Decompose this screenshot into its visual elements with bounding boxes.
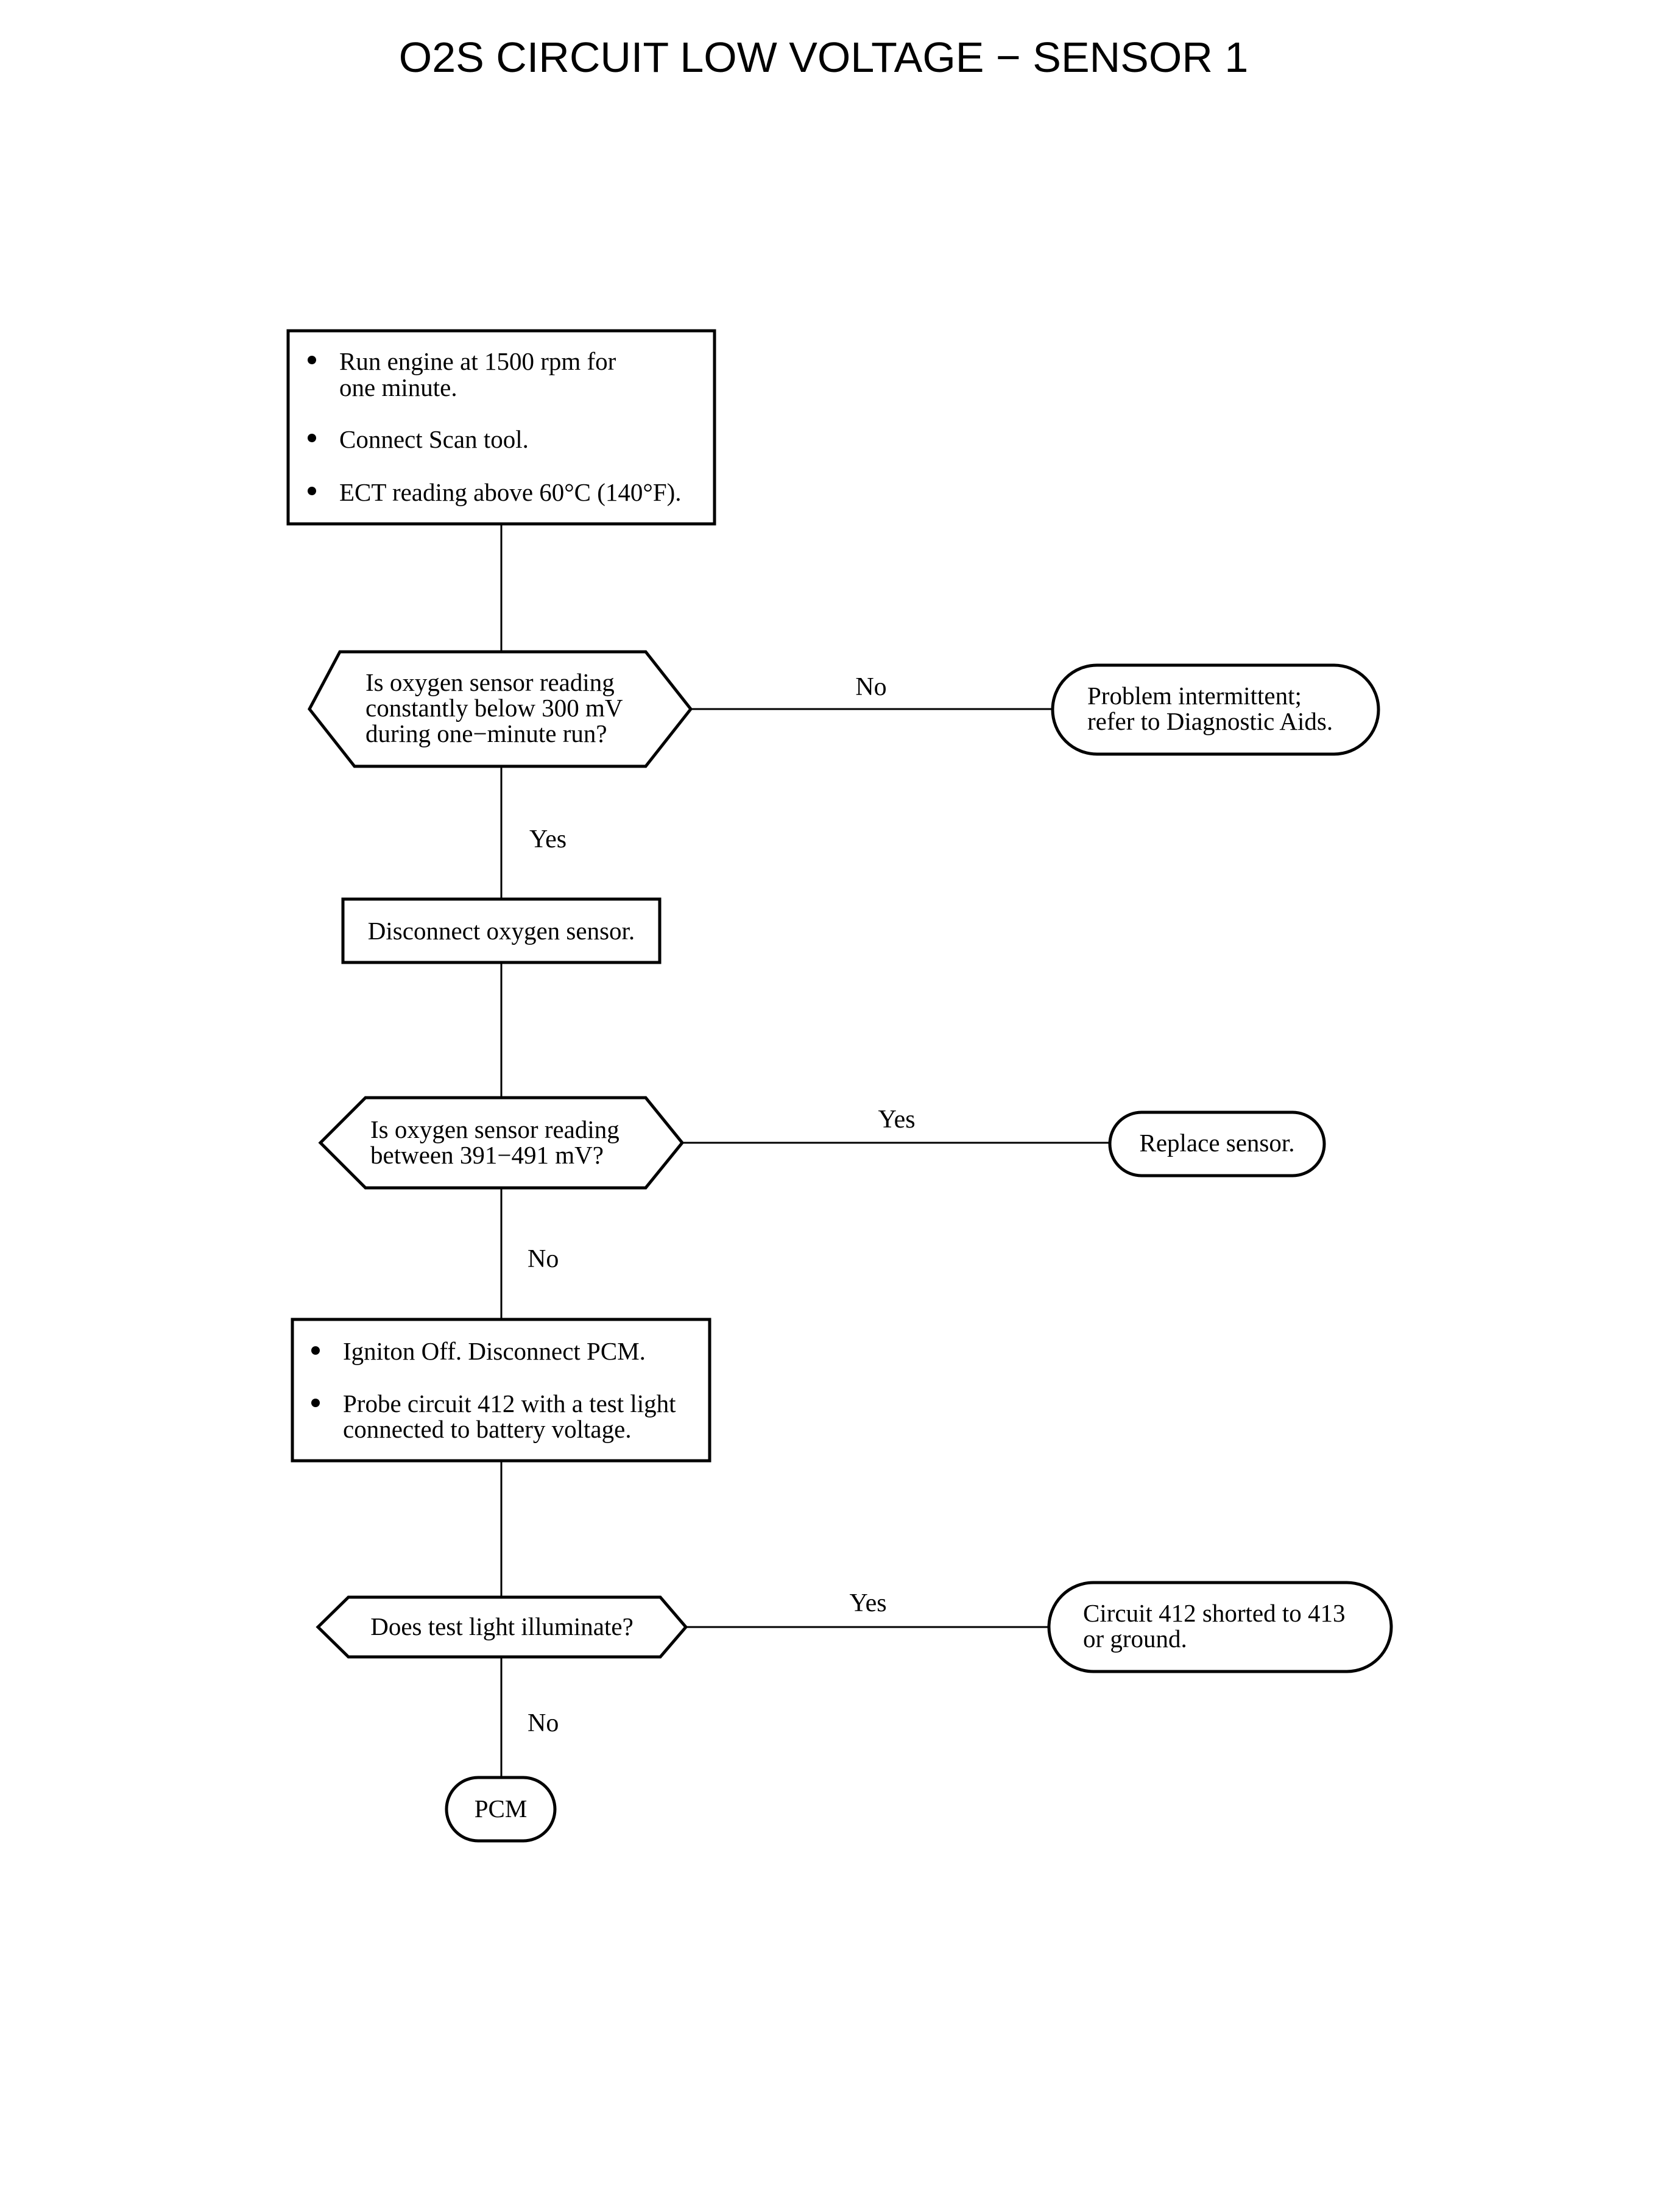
decision2-line-1: Is oxygen sensor reading bbox=[370, 1115, 619, 1143]
start-bullet-1-line-2: one minute. bbox=[339, 373, 457, 401]
decision2-yes-label: Yes bbox=[878, 1106, 915, 1134]
start-bullet-3: ECT reading above 60°C (140°F). bbox=[339, 478, 682, 506]
page-title: O2S CIRCUIT LOW VOLTAGE − SENSOR 1 bbox=[399, 34, 1249, 81]
result-pcm: PCM bbox=[445, 1776, 557, 1843]
action-disconnect-oxygen-sensor: Disconnect oxygen sensor. bbox=[341, 897, 662, 964]
action2-bullet-2-line-2: connected to battery voltage. bbox=[343, 1415, 632, 1443]
bullet-icon bbox=[308, 434, 316, 442]
connectors bbox=[500, 524, 1110, 1778]
decision3-no-label: No bbox=[528, 1709, 559, 1737]
result-replace-sensor: Replace sensor. bbox=[1108, 1110, 1326, 1177]
bullet-icon bbox=[308, 356, 316, 364]
decision2-line-2: between 391−491 mV? bbox=[370, 1141, 604, 1169]
decision2-no-label: No bbox=[528, 1245, 559, 1273]
decision3-text: Does test light illuminate? bbox=[370, 1612, 634, 1640]
decision-oxygen-below-300: Is oxygen sensor reading constantly belo… bbox=[308, 650, 693, 768]
bullet-icon bbox=[311, 1346, 320, 1355]
decision1-line-2: constantly below 300 mV bbox=[365, 694, 623, 722]
result4-text: PCM bbox=[475, 1795, 528, 1823]
action2-bullet-2-line-1: Probe circuit 412 with a test light bbox=[343, 1389, 676, 1417]
decision1-no-label: No bbox=[855, 673, 886, 701]
result3-line-1: Circuit 412 shorted to 413 bbox=[1083, 1599, 1345, 1627]
result-circuit-412-shorted: Circuit 412 shorted to 413 or ground. bbox=[1047, 1581, 1393, 1673]
decision3-yes-label: Yes bbox=[849, 1589, 886, 1617]
action-ignition-off-probe: Igniton Off. Disconnect PCM. Probe circu… bbox=[291, 1318, 711, 1463]
action1-text: Disconnect oxygen sensor. bbox=[368, 917, 635, 945]
start-step-box: Run engine at 1500 rpm for one minute. C… bbox=[286, 329, 716, 526]
decision1-yes-label: Yes bbox=[529, 825, 566, 853]
result-problem-intermittent: Problem intermittent; refer to Diagnosti… bbox=[1051, 663, 1380, 756]
result1-line-2: refer to Diagnostic Aids. bbox=[1087, 707, 1333, 735]
bullet-icon bbox=[308, 487, 316, 495]
start-bullet-1-line-1: Run engine at 1500 rpm for bbox=[339, 347, 616, 375]
result2-text: Replace sensor. bbox=[1139, 1129, 1294, 1157]
decision-oxygen-between-391-491: Is oxygen sensor reading between 391−491… bbox=[318, 1096, 685, 1190]
decision-test-light-illuminate: Does test light illuminate? bbox=[316, 1595, 688, 1659]
decision1-line-3: during one−minute run? bbox=[365, 719, 607, 747]
action2-bullet-1: Igniton Off. Disconnect PCM. bbox=[343, 1337, 646, 1365]
start-bullet-2: Connect Scan tool. bbox=[339, 425, 529, 453]
decision1-line-1: Is oxygen sensor reading bbox=[365, 668, 615, 696]
result1-line-1: Problem intermittent; bbox=[1087, 682, 1302, 710]
result3-line-2: or ground. bbox=[1083, 1625, 1187, 1653]
bullet-icon bbox=[311, 1399, 320, 1407]
